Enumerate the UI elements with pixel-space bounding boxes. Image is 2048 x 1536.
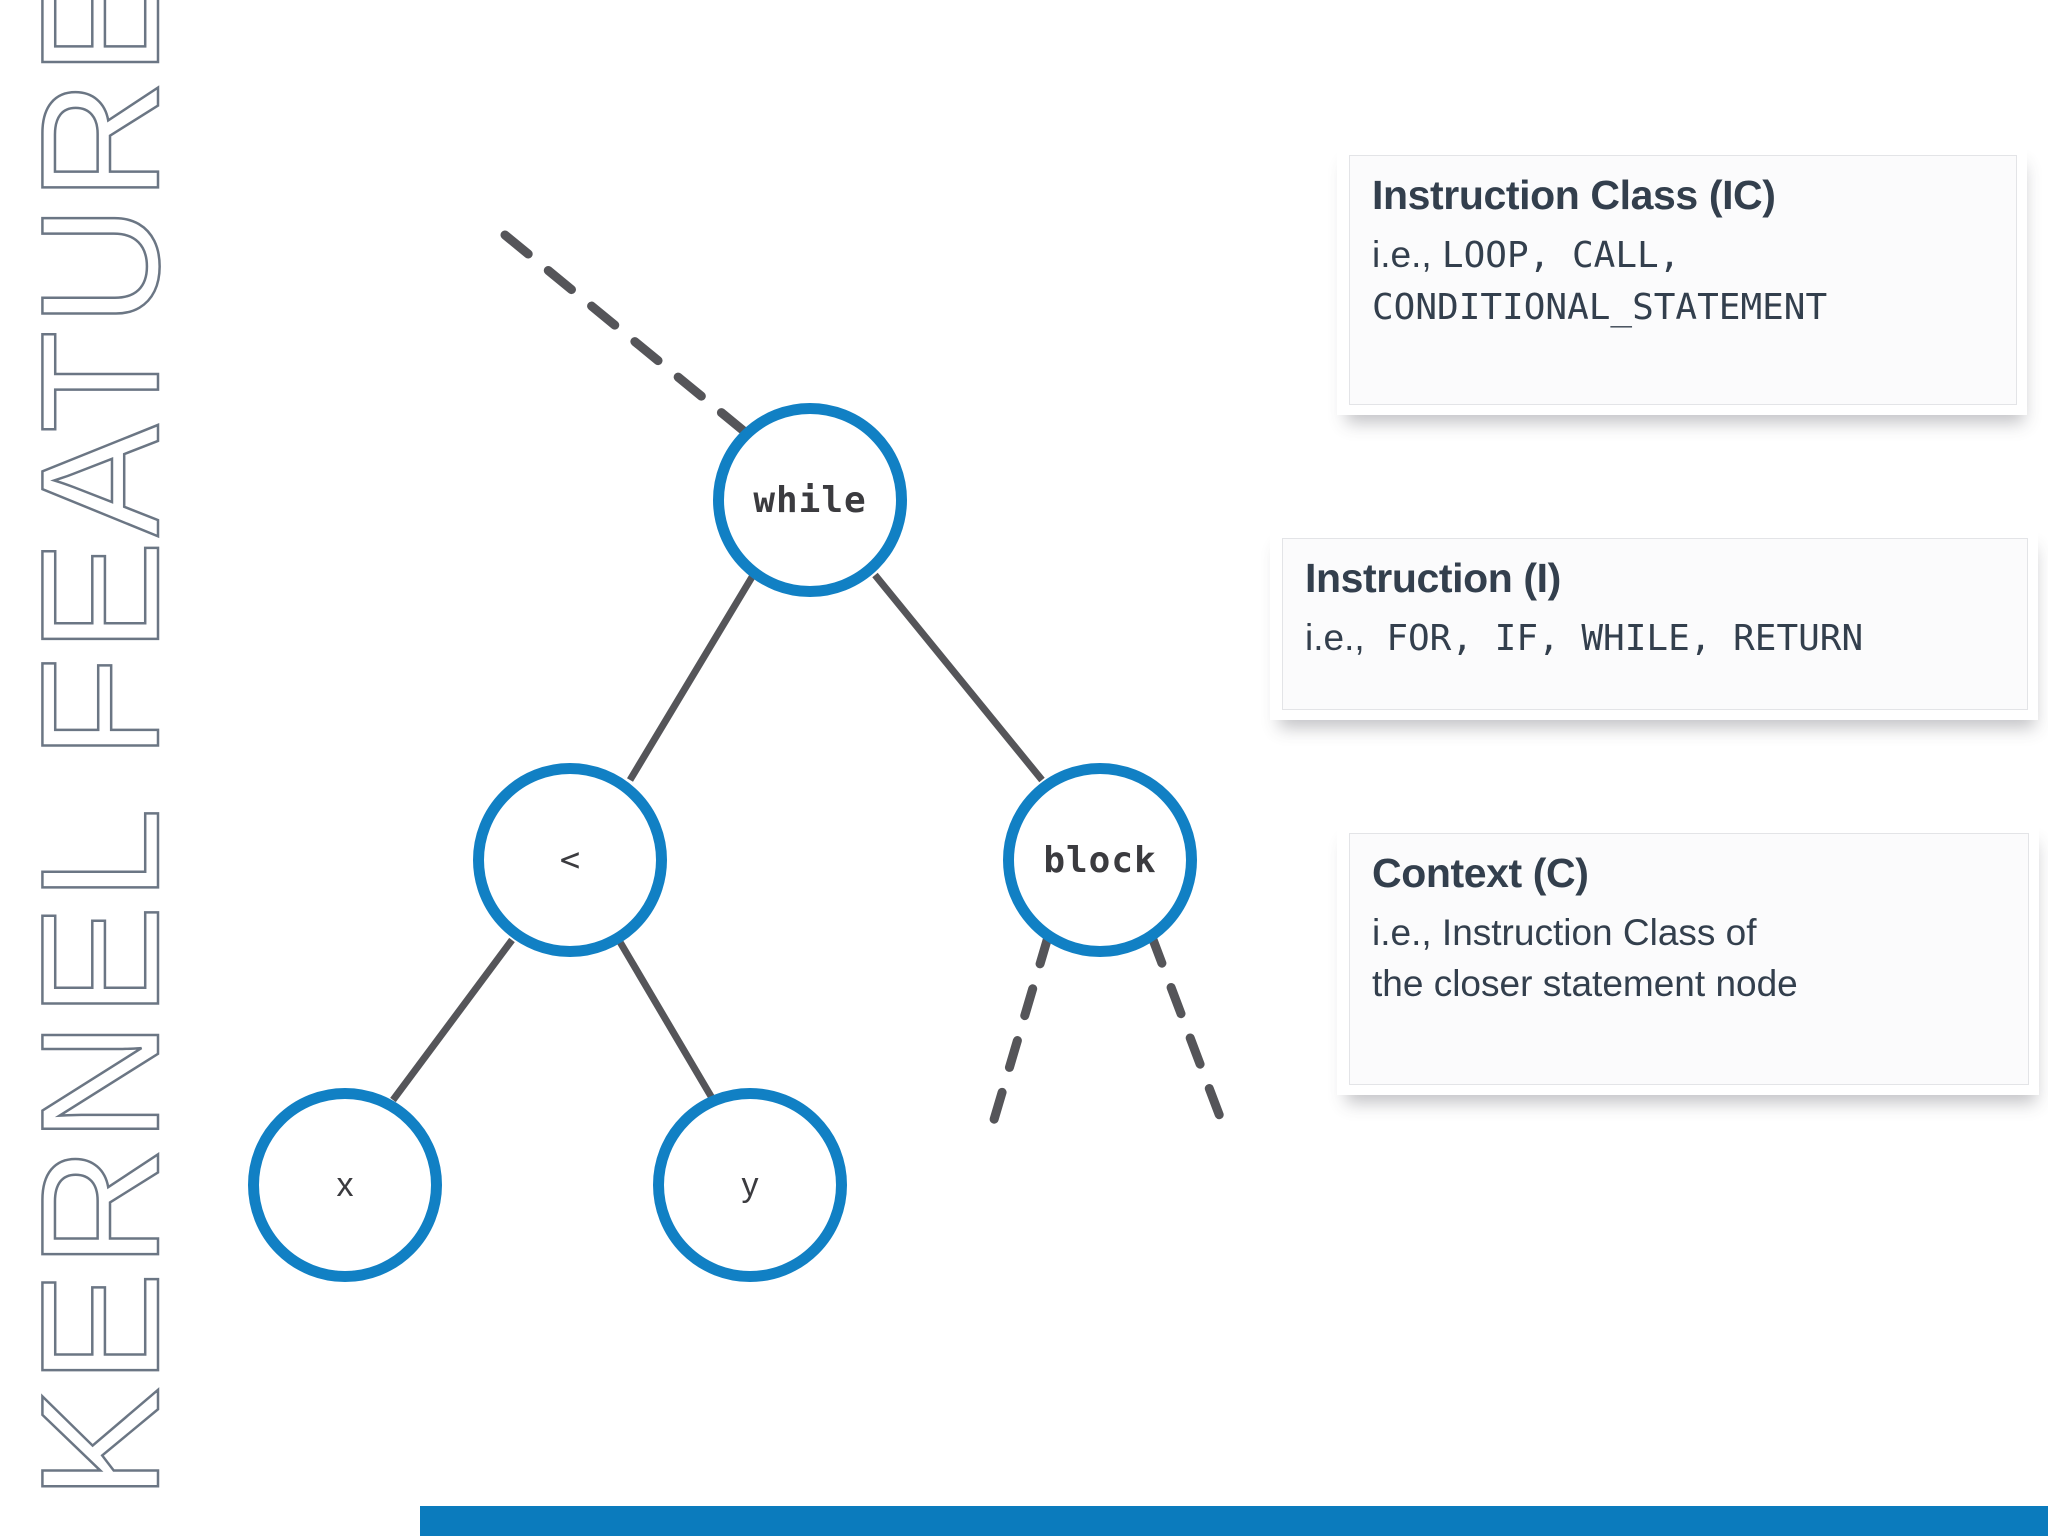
- edge-while-to-block: [872, 572, 1045, 783]
- callout-instruction-class: Instruction Class (IC) i.e., LOOP, CALL,…: [1337, 145, 2027, 415]
- tree-node-x[interactable]: x: [248, 1088, 442, 1282]
- tree-node-while[interactable]: while: [713, 403, 907, 597]
- callout-instruction-body-prefix: i.e.,: [1305, 617, 1365, 658]
- edge-block-to-child-left: [983, 932, 1053, 1145]
- callout-instruction-body-code-line1: FOR, IF, WHILE, RETURN: [1364, 618, 1864, 659]
- tree-node-block-label: block: [1043, 839, 1157, 881]
- callout-instruction-inner: Instruction (I) i.e., FOR, IF, WHILE, RE…: [1282, 538, 2028, 710]
- callout-context-body-line2: the closer statement node: [1372, 963, 1798, 1005]
- edge-lt-to-y: [616, 940, 716, 1100]
- edge-parent-to-while: [500, 230, 750, 437]
- callout-instruction-body: i.e., FOR, IF, WHILE, RETURN: [1305, 612, 2005, 664]
- tree-node-less-than-label: <: [559, 840, 581, 880]
- callout-instruction-class-body-prefix: i.e.,: [1372, 234, 1442, 275]
- tree-node-while-label: while: [753, 479, 867, 521]
- callout-instruction-class-inner: Instruction Class (IC) i.e., LOOP, CALL,…: [1349, 155, 2017, 405]
- tree-node-y-label: y: [741, 1165, 759, 1204]
- bottom-accent-bar: [420, 1506, 2048, 1536]
- tree-edges: [390, 230, 1233, 1145]
- callout-context: Context (C) i.e., Instruction Class of t…: [1337, 823, 2039, 1095]
- callout-instruction: Instruction (I) i.e., FOR, IF, WHILE, RE…: [1270, 528, 2038, 720]
- callout-context-body-line1: i.e., Instruction Class of: [1372, 912, 1757, 953]
- edge-while-to-lt: [627, 570, 758, 782]
- edge-block-to-child-right: [1147, 932, 1233, 1143]
- callout-instruction-class-body-code-line2: CONDITIONAL_STATEMENT: [1372, 286, 1828, 328]
- callout-instruction-class-title: Instruction Class (IC): [1372, 172, 1776, 218]
- tree-node-less-than[interactable]: <: [473, 763, 667, 957]
- edge-lt-to-x: [390, 937, 515, 1103]
- callout-context-inner: Context (C) i.e., Instruction Class of t…: [1349, 833, 2029, 1085]
- tree-node-block[interactable]: block: [1003, 763, 1197, 957]
- tree-node-x-label: x: [336, 1165, 354, 1204]
- tree-node-y[interactable]: y: [653, 1088, 847, 1282]
- callout-instruction-title: Instruction (I): [1305, 555, 1561, 601]
- callout-instruction-class-body-code-line1: LOOP, CALL,: [1441, 235, 1681, 276]
- callout-instruction-class-body: i.e., LOOP, CALL, CONDITIONAL_STATEMENT: [1372, 229, 1994, 332]
- callout-context-title: Context (C): [1372, 850, 1589, 896]
- callout-context-body: i.e., Instruction Class of the closer st…: [1372, 907, 2006, 1009]
